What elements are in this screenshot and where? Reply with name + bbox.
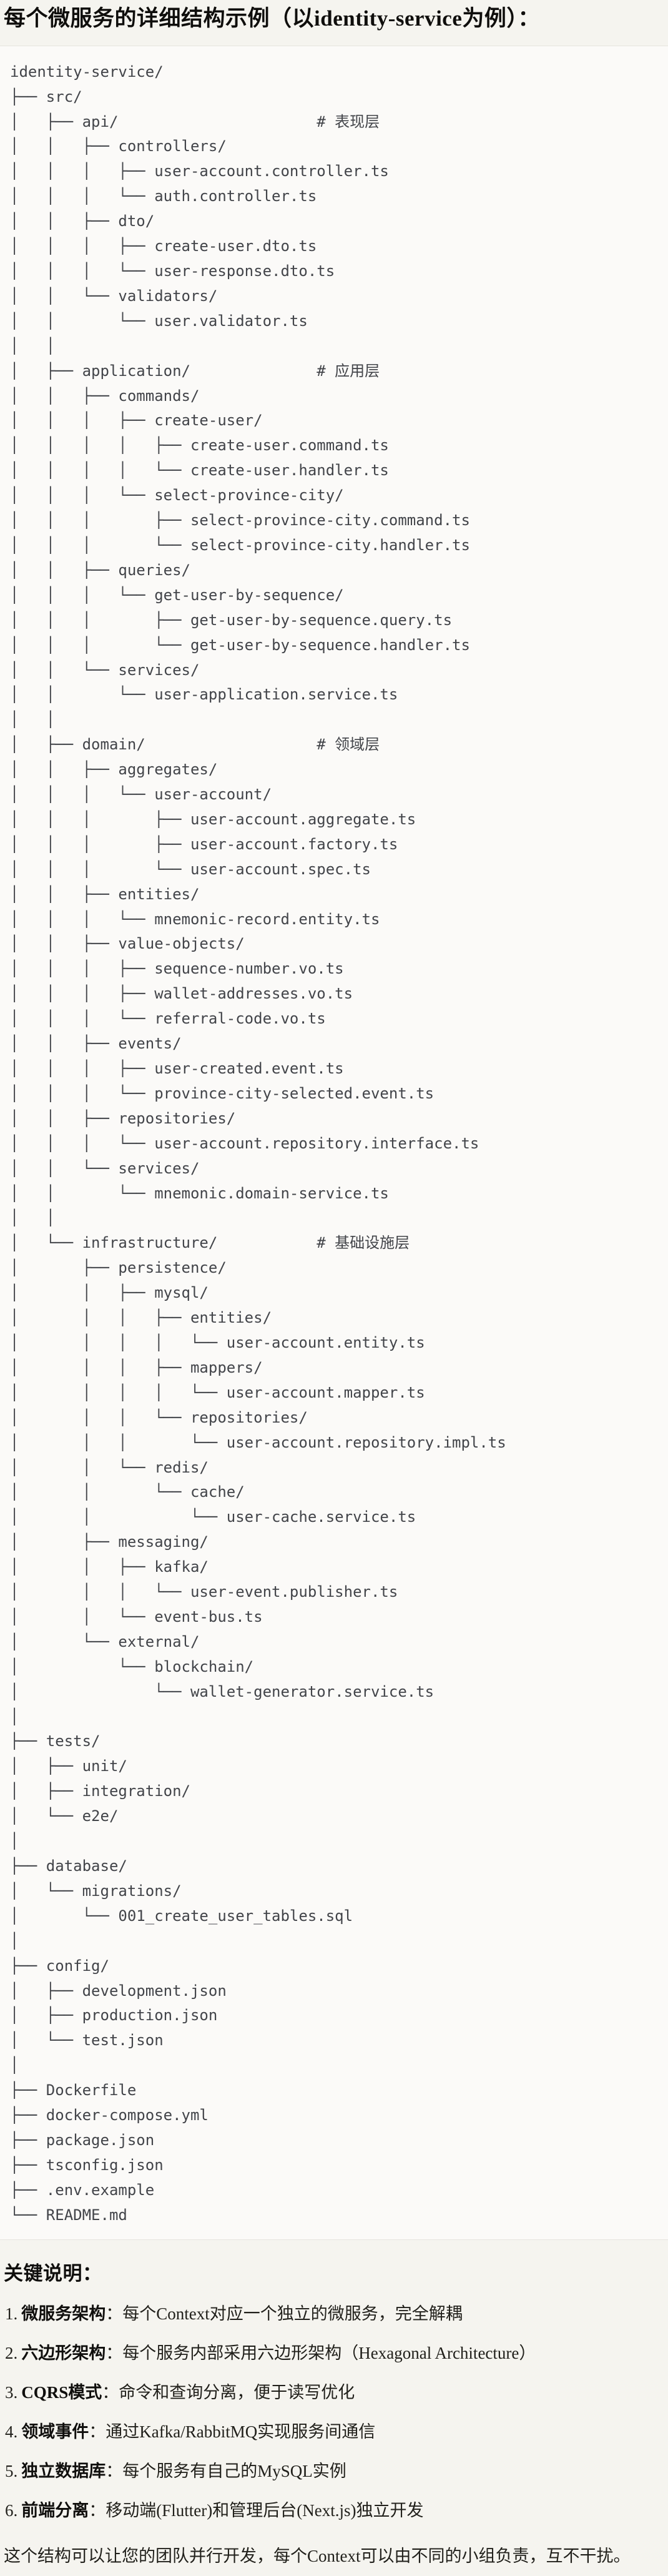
- note-label: 独立数据库: [21, 2461, 106, 2480]
- note-label: 领域事件: [21, 2422, 89, 2441]
- note-text: ：每个Context对应一个独立的微服务，完全解耦: [106, 2304, 463, 2323]
- note-number: 6.: [5, 2500, 18, 2520]
- closing-paragraph: 这个结构可以让您的团队并行开发，每个Context可以由不同的小组负责，互不干扰…: [4, 2546, 631, 2565]
- note-label: CQRS模式: [21, 2382, 102, 2402]
- directory-tree: identity-service/ ├── src/ │ ├── api/ # …: [10, 62, 506, 2224]
- note-item-1: 1.微服务架构：每个Context对应一个独立的微服务，完全解耦: [5, 2302, 663, 2326]
- note-text: ：移动端(Flutter)和管理后台(Next.js)独立开发: [89, 2500, 424, 2520]
- note-number: 2.: [5, 2343, 18, 2362]
- notes-section: 关键说明： 1.微服务架构：每个Context对应一个独立的微服务，完全解耦 2…: [0, 2240, 668, 2568]
- note-item-2: 2.六边形架构：每个服务内部采用六边形架构（Hexagonal Architec…: [5, 2342, 663, 2365]
- note-item-5: 5.独立数据库：每个服务有自己的MySQL实例: [5, 2460, 663, 2483]
- note-number: 3.: [5, 2382, 18, 2402]
- note-number: 4.: [5, 2422, 18, 2441]
- note-text: ：命令和查询分离，便于读写优化: [102, 2382, 355, 2402]
- note-number: 5.: [5, 2461, 18, 2480]
- note-item-3: 3.CQRS模式：命令和查询分离，便于读写优化: [5, 2381, 663, 2404]
- note-label: 六边形架构: [21, 2343, 106, 2362]
- notes-heading: 关键说明：: [4, 2262, 102, 2284]
- note-text: ：通过Kafka/RabbitMQ实现服务间通信: [89, 2422, 376, 2441]
- note-item-6: 6.前端分离：移动端(Flutter)和管理后台(Next.js)独立开发: [5, 2499, 663, 2522]
- note-label: 前端分离: [21, 2500, 89, 2520]
- note-text: ：每个服务内部采用六边形架构（Hexagonal Architecture）: [106, 2343, 536, 2362]
- document-page: { "page": { "title": "每个微服务的详细结构示例（以iden…: [0, 5, 668, 2576]
- note-number: 1.: [5, 2304, 18, 2323]
- note-item-4: 4.领域事件：通过Kafka/RabbitMQ实现服务间通信: [5, 2421, 663, 2444]
- page-title: 每个微服务的详细结构示例（以identity-service为例）：: [4, 6, 540, 31]
- code-block: identity-service/ ├── src/ │ ├── api/ # …: [0, 45, 668, 2240]
- note-label: 微服务架构: [21, 2304, 106, 2323]
- note-text: ：每个服务有自己的MySQL实例: [106, 2461, 346, 2480]
